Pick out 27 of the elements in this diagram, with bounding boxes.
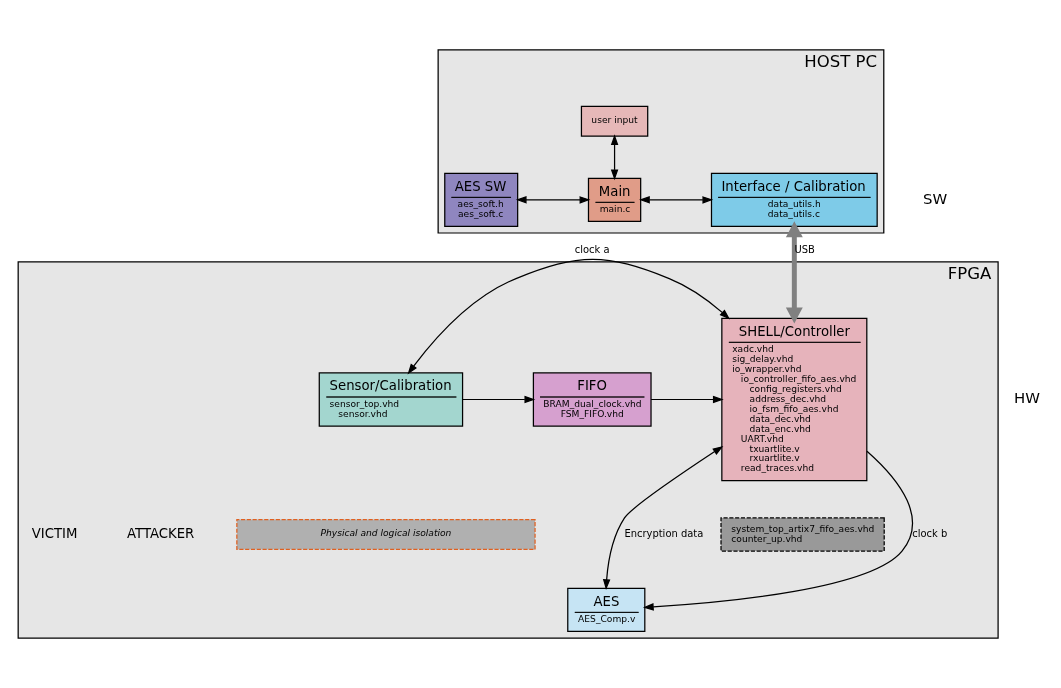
arrow [642, 450, 914, 611]
node-box: Interface / Calibration data_utils.h data_utils.c [710, 172, 878, 227]
node-box: FIFO BRAM_dual_clock.vhd FSM_FIFO.vhd [532, 372, 652, 427]
node-box: Physical and logical isolation [236, 519, 536, 551]
node-box: system_top_artix7_fifo_aes.vhd counter_up.vhd [720, 517, 885, 552]
node-box: Sensor/Calibration sensor_top.vhd sensor.vhd [318, 372, 464, 427]
node-box: AES AES_Comp.v [567, 587, 646, 633]
edge-label: clock b [912, 528, 948, 540]
node-box: SHELL/Controller xadc.vhd sig_delay.vhd io_wrapper.vhd io_controller_fifo_aes.vhd config_registers.vhd address_dec.vhd io_fsm_fifo_aes.vhd data_dec.vhd data_enc.vhd UART.vhd txuartlite.v rxuartlite.v read_traces.vhd [721, 317, 868, 482]
arrow [785, 221, 803, 324]
node-box: Main main.c [587, 177, 642, 223]
arrow [650, 395, 724, 404]
arrow [610, 134, 619, 181]
arrow [602, 445, 724, 591]
label: VICTIM [31, 525, 78, 541]
edge-label: clock a [574, 243, 610, 255]
arrow [515, 196, 591, 204]
arrow [639, 196, 714, 204]
label: ATTACKER [126, 525, 195, 541]
arrow [407, 258, 731, 375]
arrow [462, 395, 536, 404]
node-box: AES SW aes_soft.h aes_soft.c [444, 172, 519, 227]
label: HW [1014, 389, 1041, 408]
edge-label: Encryption data [624, 528, 704, 540]
node-box: user input [580, 105, 649, 137]
label: SW [923, 189, 948, 208]
edge-label: USB [794, 243, 815, 255]
